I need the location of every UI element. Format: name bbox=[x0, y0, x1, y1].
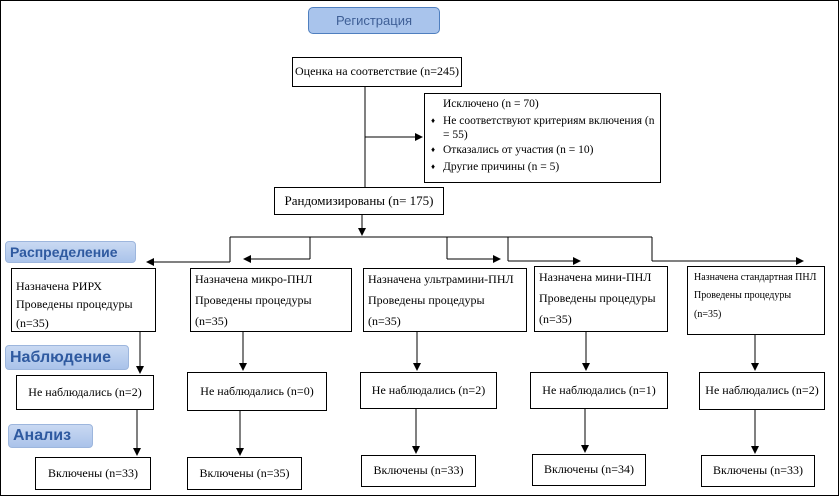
follow-up-box-2: Не наблюдались (n=0) bbox=[187, 372, 327, 411]
stage-allocation: Распределение bbox=[5, 241, 136, 263]
lost-label: Не наблюдались (n=0) bbox=[200, 383, 314, 398]
stage-follow-up: Наблюдение bbox=[5, 345, 129, 370]
included-label: Включены (n=33) bbox=[373, 463, 464, 478]
count-label: (n=35) bbox=[539, 312, 572, 326]
randomized-label: Рандомизированы (n= 175) bbox=[284, 192, 434, 208]
excluded-reason: Отказались от участия (n = 10) bbox=[431, 142, 656, 159]
count-label: (n=35) bbox=[195, 314, 228, 328]
excluded-reasons-list: Не соответствуют критериям включения (n … bbox=[429, 112, 656, 175]
lost-label: Не наблюдались (n=2) bbox=[705, 383, 819, 398]
excluded-box: Исключено (n = 70) Не соответствуют крит… bbox=[424, 93, 661, 183]
procedures-label: Проведены процедуры bbox=[16, 297, 133, 311]
allocated-label: Назначена ультрамини-ПНЛ bbox=[368, 272, 514, 286]
allocation-box-5: Назначена стандартная ПНЛ Проведены проц… bbox=[687, 266, 825, 335]
analysis-box-2: Включены (n=35) bbox=[187, 457, 302, 490]
procedures-label: Проведены процедуры bbox=[694, 290, 792, 301]
included-label: Включены (n=33) bbox=[713, 463, 803, 478]
allocation-box-2: Назначена микро-ПНЛ Проведены процедуры … bbox=[190, 268, 352, 332]
excluded-reason: Не соответствуют критериям включения (n … bbox=[431, 112, 656, 142]
analysis-box-4: Включены (n=34) bbox=[532, 454, 646, 486]
follow-up-box-5: Не наблюдались (n=2) bbox=[699, 372, 825, 410]
count-label: (n=35) bbox=[368, 314, 401, 328]
analysis-box-5: Включены (n=33) bbox=[701, 455, 815, 487]
procedures-label: Проведены процедуры bbox=[539, 291, 656, 305]
excluded-title: Исключено (n = 70) bbox=[443, 98, 539, 110]
assessment-label: Оценка на соответствие (n=245) bbox=[294, 64, 460, 79]
follow-up-box-1: Не наблюдались (n=2) bbox=[16, 375, 154, 410]
lost-label: Не наблюдались (n=2) bbox=[371, 382, 486, 397]
included-label: Включены (n=34) bbox=[544, 462, 634, 477]
allocated-label: Назначена мини-ПНЛ bbox=[539, 270, 652, 284]
follow-up-box-3: Не наблюдались (n=2) bbox=[360, 372, 497, 409]
allocation-box-1: Назначена РИРХ Проведены процедуры (n=35… bbox=[11, 268, 156, 332]
allocation-box-3: Назначена ультрамини-ПНЛ Проведены проце… bbox=[363, 268, 527, 332]
included-label: Включены (n=33) bbox=[48, 465, 138, 480]
stage-analysis: Анализ bbox=[8, 424, 93, 448]
assessment-box: Оценка на соответствие (n=245) bbox=[292, 57, 462, 87]
count-label: (n=35) bbox=[16, 316, 49, 330]
registration-header: Регистрация bbox=[308, 7, 440, 34]
randomized-box: Рандомизированы (n= 175) bbox=[274, 187, 444, 215]
count-label: (n=35) bbox=[694, 309, 722, 320]
procedures-label: Проведены процедуры bbox=[368, 293, 485, 307]
allocated-label: Назначена стандартная ПНЛ bbox=[694, 272, 817, 283]
lost-label: Не наблюдались (n=1) bbox=[542, 382, 656, 397]
allocated-label: Назначена РИРХ bbox=[16, 279, 102, 293]
follow-up-box-4: Не наблюдались (n=1) bbox=[530, 372, 668, 409]
analysis-box-1: Включены (n=33) bbox=[35, 457, 151, 490]
lost-label: Не наблюдались (n=2) bbox=[28, 384, 142, 399]
included-label: Включены (n=35) bbox=[199, 465, 290, 480]
analysis-box-3: Включены (n=33) bbox=[361, 455, 476, 487]
allocation-box-4: Назначена мини-ПНЛ Проведены процедуры (… bbox=[534, 266, 668, 332]
excluded-reason: Другие причины (n = 5) bbox=[431, 159, 656, 176]
allocated-label: Назначена микро-ПНЛ bbox=[195, 272, 313, 286]
procedures-label: Проведены процедуры bbox=[195, 293, 312, 307]
